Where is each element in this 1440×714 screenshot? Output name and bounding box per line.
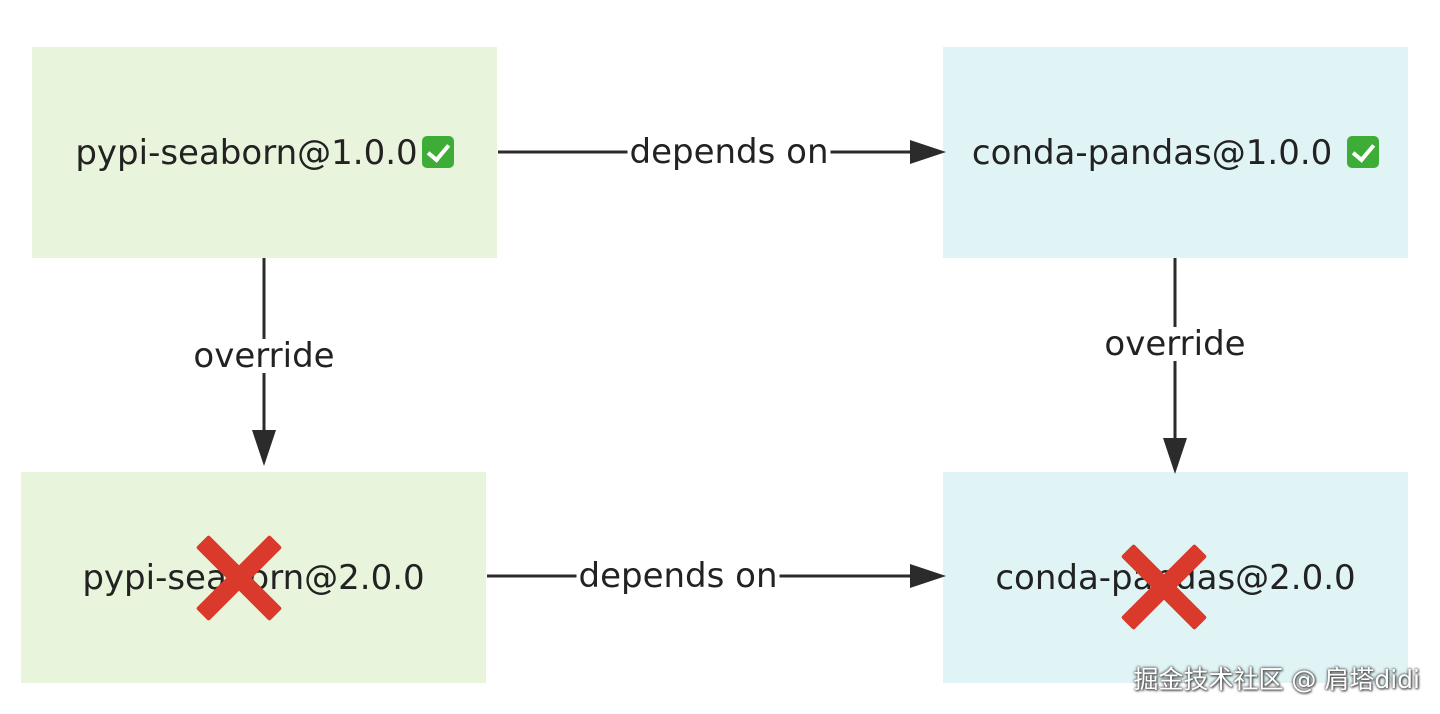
watermark: 掘金技术社区 @ 肩塔didi xyxy=(1133,665,1420,694)
edge-label-depends-top: depends on xyxy=(627,132,831,172)
node-label-seaborn-v1: pypi-seaborn@1.0.0 xyxy=(75,132,418,173)
cross-mark-icon xyxy=(1123,546,1205,628)
edge-label-override-left: override xyxy=(191,336,337,376)
node-conda-pandas-v2: conda-pandas@2.0.0 xyxy=(943,472,1408,683)
edge-label-override-right: override xyxy=(1102,324,1248,364)
check-mark-icon xyxy=(421,135,454,168)
cross-mark-icon xyxy=(198,537,280,619)
check-mark-icon xyxy=(1347,135,1380,168)
edge-override-right xyxy=(1163,258,1187,474)
node-pypi-seaborn-v2: pypi-seaborn@2.0.0 xyxy=(21,472,486,683)
node-conda-pandas-v1: conda-pandas@1.0.0 xyxy=(943,47,1408,258)
node-pypi-seaborn-v1: pypi-seaborn@1.0.0 xyxy=(32,47,497,258)
edge-label-depends-bottom: depends on xyxy=(576,556,780,596)
node-label-pandas-v1: conda-pandas@1.0.0 xyxy=(971,132,1333,173)
